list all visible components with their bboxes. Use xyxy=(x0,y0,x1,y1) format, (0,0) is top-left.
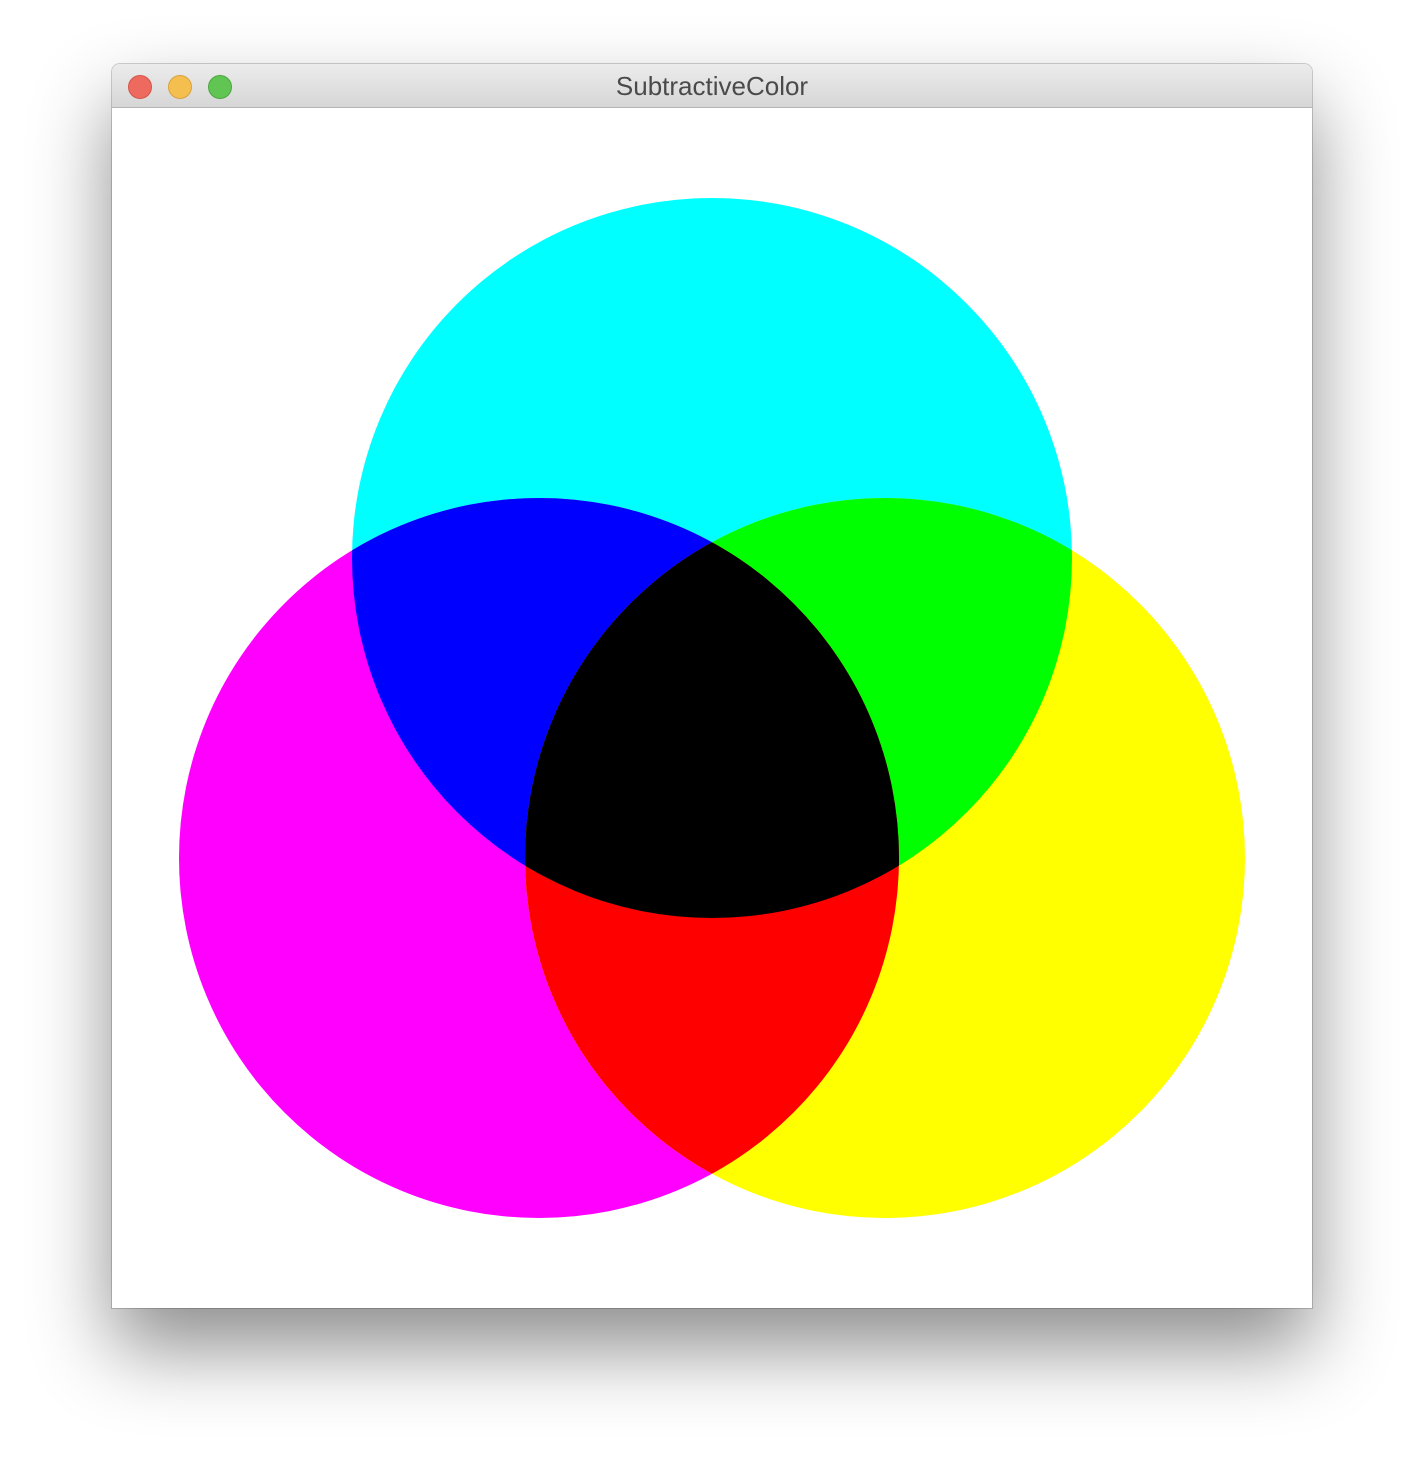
all-three-overlap xyxy=(525,498,899,918)
drawing-canvas xyxy=(112,108,1312,1308)
app-window: SubtractiveColor xyxy=(112,64,1312,1308)
close-button[interactable] xyxy=(128,75,152,99)
minimize-button[interactable] xyxy=(168,75,192,99)
title-bar[interactable]: SubtractiveColor xyxy=(112,64,1312,108)
window-title: SubtractiveColor xyxy=(615,71,809,101)
zoom-button[interactable] xyxy=(208,75,232,99)
color-diagram xyxy=(179,198,1245,1218)
